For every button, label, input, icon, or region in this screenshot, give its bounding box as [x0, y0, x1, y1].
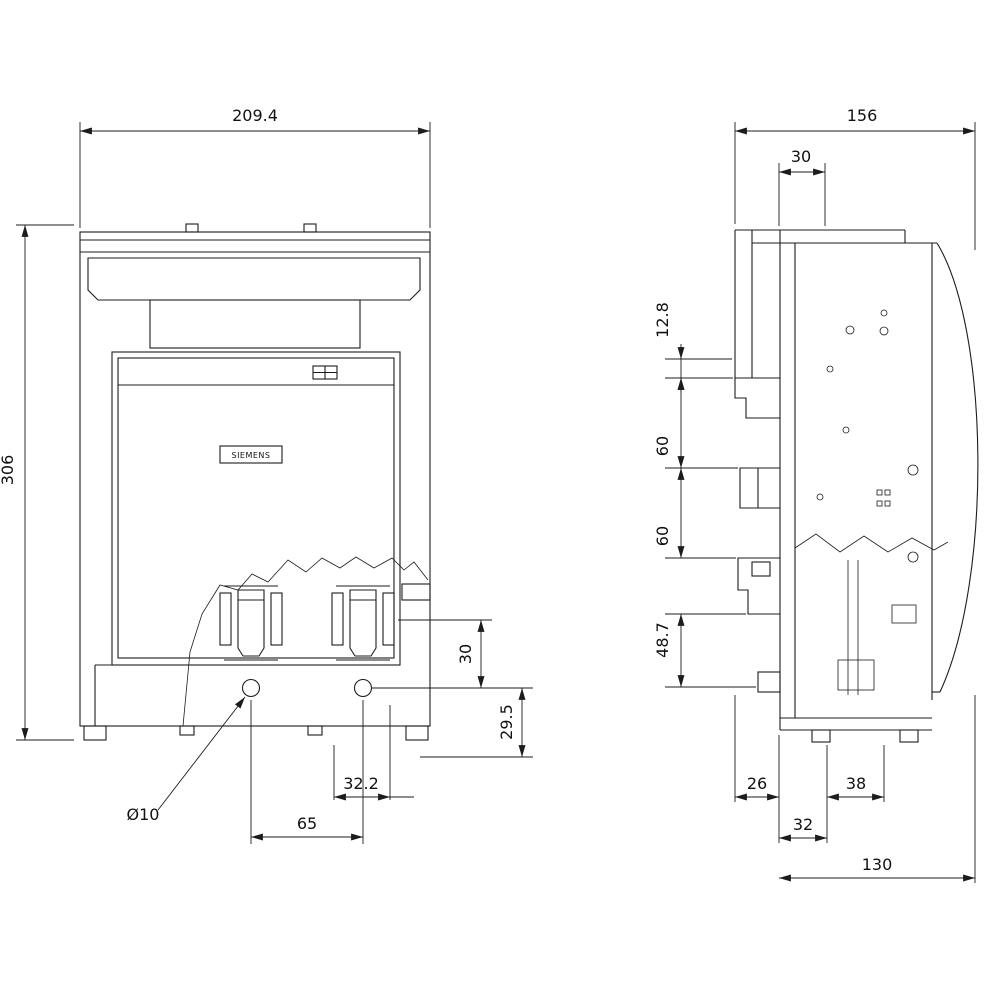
dim-side-base-depth: 130 — [862, 855, 893, 874]
dim-side-tab-to-foot: 48.7 — [653, 622, 672, 658]
dim-front-hole-center-spacing: 65 — [297, 814, 317, 833]
dim-side-tab-top-offset: 12.8 — [653, 302, 672, 338]
front-terminal-left — [219, 585, 283, 698]
dim-front-terminal-to-hole: 30 — [456, 644, 475, 664]
brand-plate — [219, 445, 283, 464]
dim-side-top-inset: 30 — [791, 147, 811, 166]
front-view: SIEMENS — [0, 106, 533, 844]
dim-front-overall-height: 306 — [0, 455, 17, 486]
dim-side-tab-pitch-upper: 60 — [653, 436, 672, 456]
dim-front-overall-width: 209.4 — [232, 106, 278, 125]
mounting-hole-right — [353, 678, 373, 698]
dim-side-base-front-overhang: 26 — [747, 774, 767, 793]
dim-side-base-mid: 38 — [846, 774, 866, 793]
break-line-side — [794, 533, 949, 553]
vent-symbol — [312, 365, 338, 380]
front-device-outline — [79, 223, 431, 741]
side-view: 156 30 12.8 60 60 48.7 26 38 32 130 — [653, 106, 979, 883]
break-line-front — [182, 556, 429, 727]
mounting-hole-left — [241, 678, 261, 698]
front-terminal-right — [331, 585, 395, 698]
side-device-outline — [734, 229, 979, 743]
side-details — [794, 309, 949, 695]
brand-label: SIEMENS — [231, 451, 270, 460]
dim-side-base-front: 32 — [793, 815, 813, 834]
dim-side-overall-depth: 156 — [847, 106, 878, 125]
dim-front-hole-edge-spacing: 32.2 — [343, 774, 379, 793]
front-dimensions: 209.4 306 30 29.5 32.2 65 Ø10 — [0, 106, 533, 844]
dim-front-hole-diameter: Ø10 — [127, 805, 160, 824]
dim-side-tab-pitch-lower: 60 — [653, 526, 672, 546]
dim-front-hole-to-bottom: 29.5 — [497, 704, 516, 740]
side-dimensions: 156 30 12.8 60 60 48.7 26 38 32 130 — [653, 106, 976, 883]
